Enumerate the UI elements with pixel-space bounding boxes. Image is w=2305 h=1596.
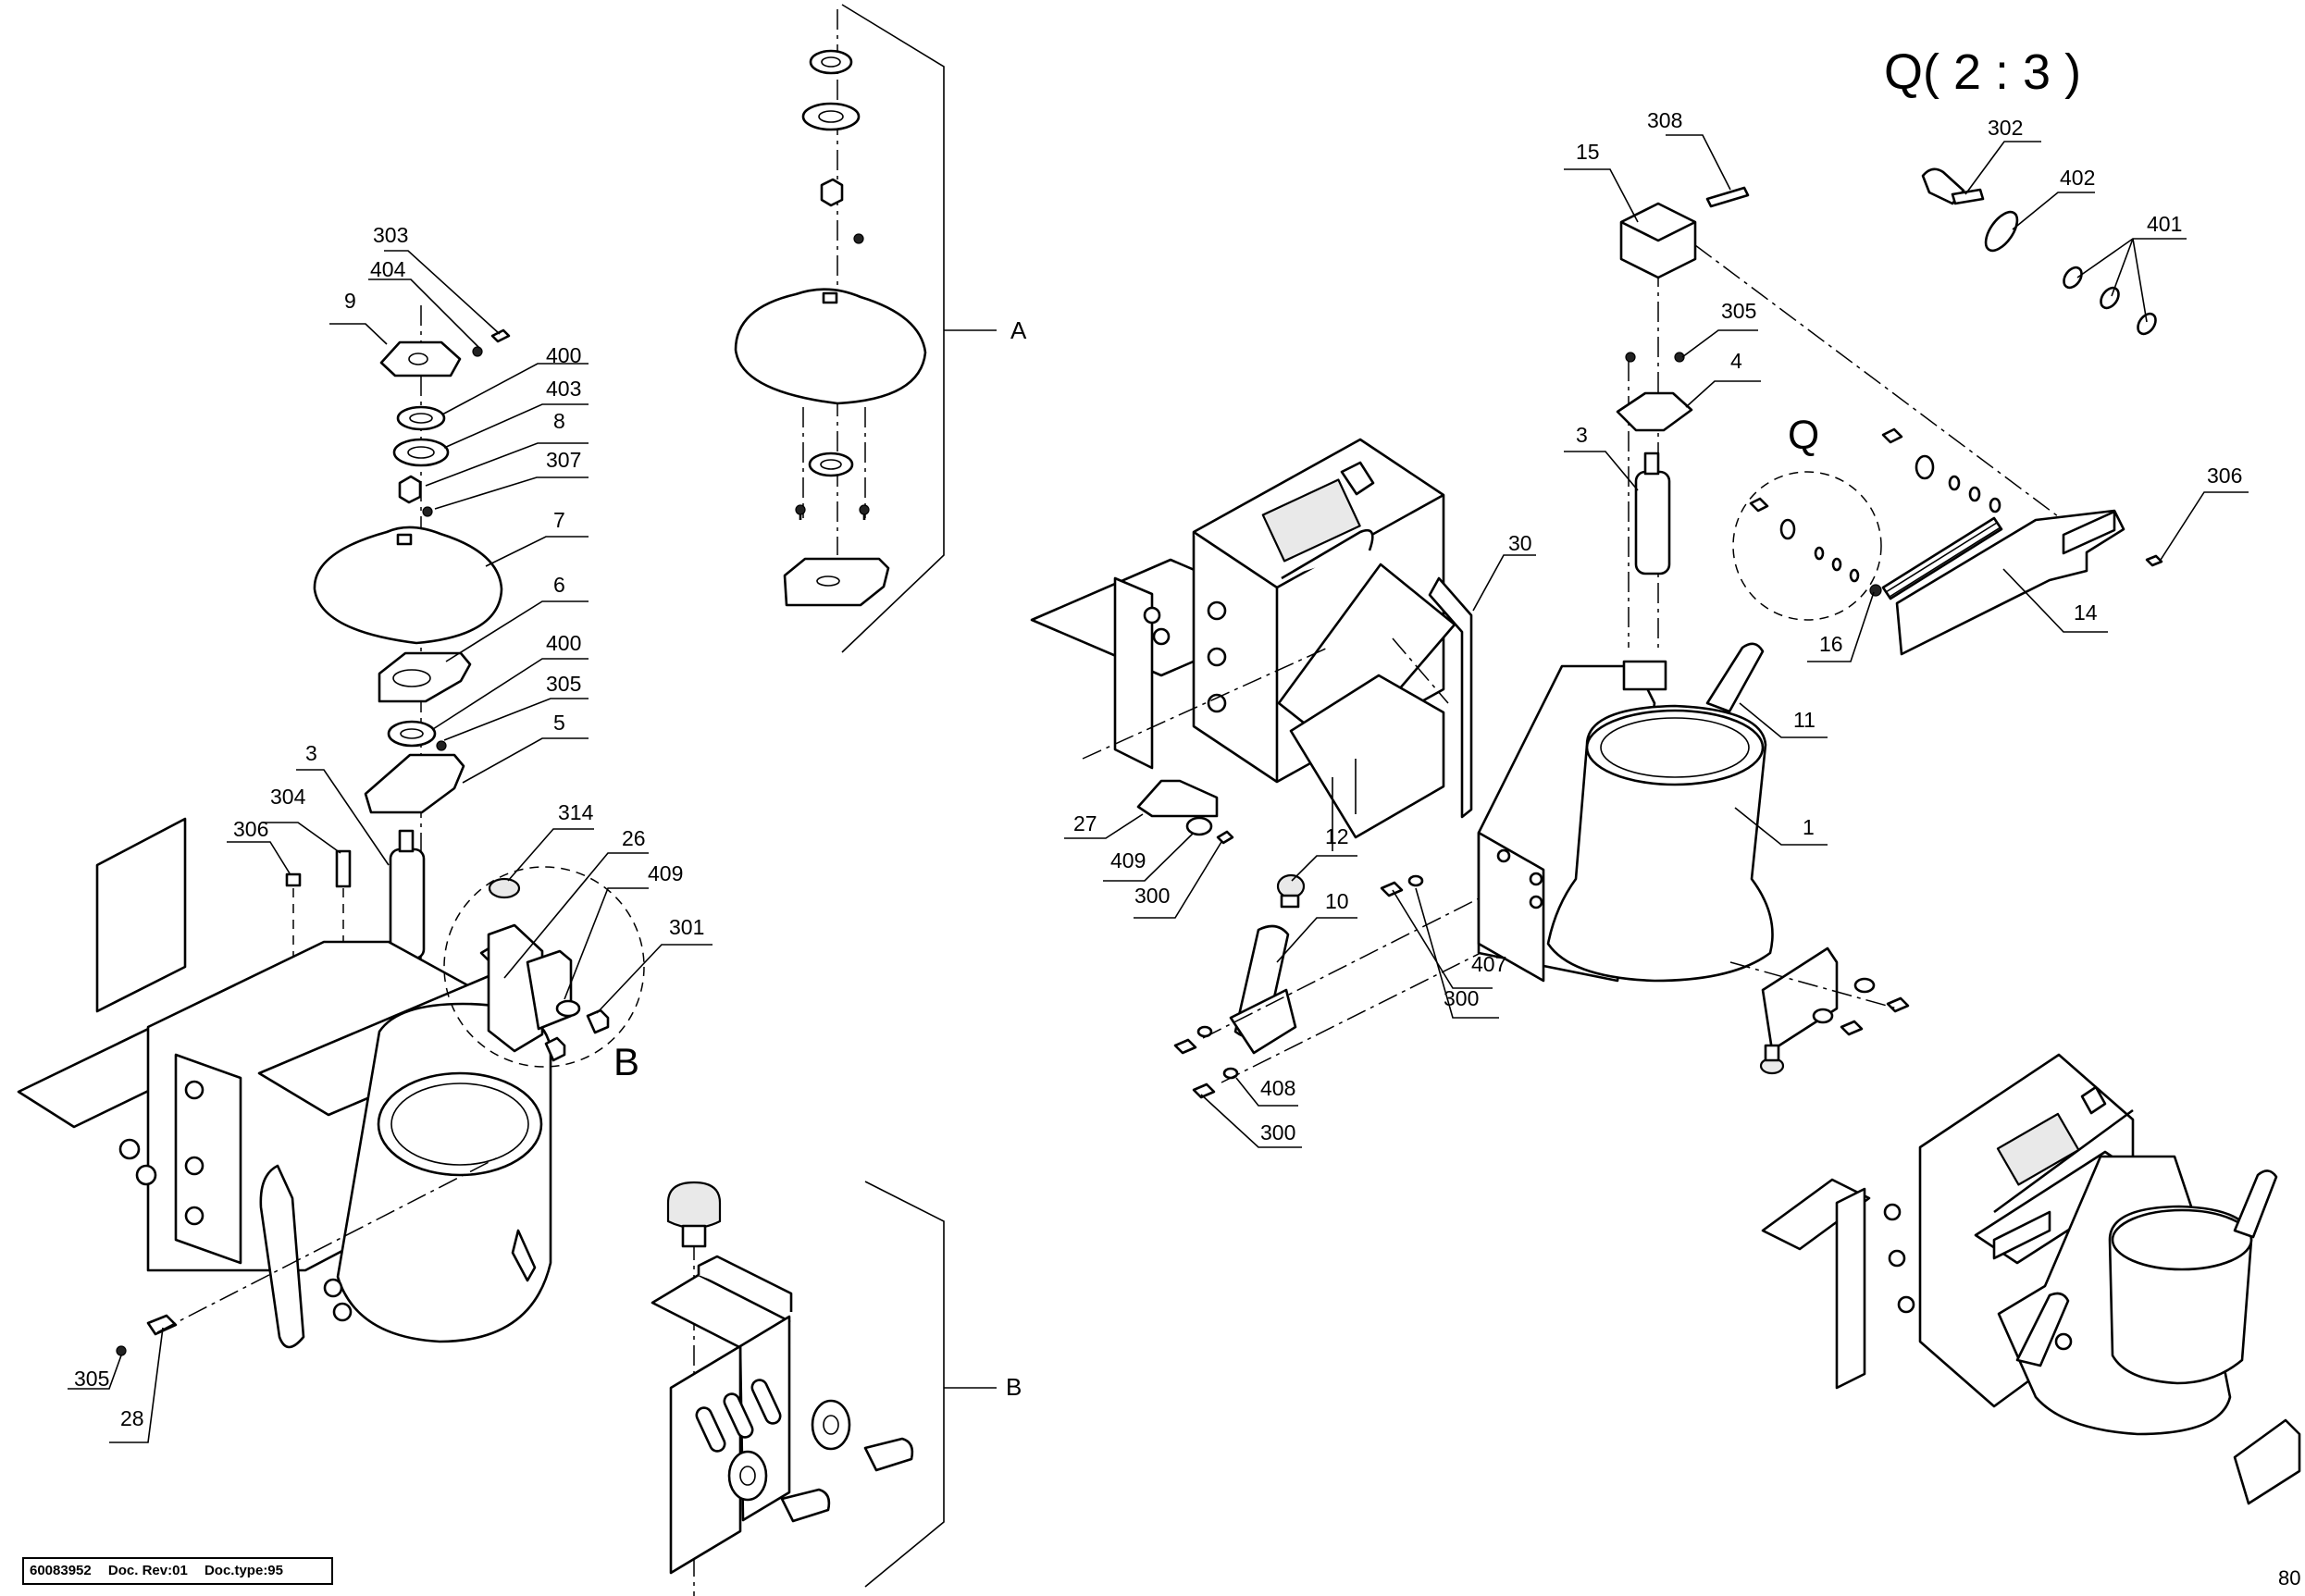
callouts-left: 303 404 9 400 403 8 307 7 6 400 305 5 3 … [74,223,704,1430]
callout-6: 6 [553,573,565,597]
section-b-label: B [1006,1373,1022,1401]
doc-revision: Doc. Rev:01 [107,1563,188,1578]
section-a-assembly: A [734,4,1027,653]
detail-b-marker: B [613,1040,639,1083]
detail-q-marker: Q [1788,413,1819,458]
callout-404: 404 [370,257,406,281]
callout-314: 314 [558,800,594,824]
callout-30: 30 [1508,531,1532,555]
callout-409b: 409 [1110,848,1146,872]
callout-12: 12 [1325,824,1349,848]
doc-type: Doc.type:95 [204,1563,283,1578]
view-title: Q( 2 : 3 ) [1884,44,2081,100]
callout-9: 9 [344,289,356,313]
callout-305c: 305 [1721,299,1756,323]
callout-11: 11 [1793,708,1815,732]
callout-302: 302 [1988,116,2023,140]
left-exploded-view [17,305,580,1356]
callout-304: 304 [270,785,306,809]
page-number: 80 [2278,1566,2301,1590]
callout-300c: 300 [1260,1120,1295,1144]
right-exploded-view: Q Q( 2 : 3 ) [1030,44,2163,1099]
callouts-right: 308 15 305 4 3 30 11 1 27 409 300 12 10 … [1073,108,2242,1144]
section-a-label: A [1010,316,1027,344]
callout-403: 403 [546,377,581,401]
callout-301: 301 [669,915,704,939]
callout-306: 306 [233,817,268,841]
callout-16: 16 [1819,632,1843,656]
leader-lines [68,134,2249,1443]
callout-14: 14 [2074,600,2098,625]
callout-400b: 400 [546,631,581,655]
callout-8: 8 [553,409,565,433]
callout-402: 402 [2060,166,2095,190]
callout-300: 300 [1134,884,1170,908]
document-info-box: 60083952 Doc. Rev:01 Doc.type:95 [22,1557,333,1585]
doc-number: 60083952 [30,1563,92,1578]
callout-308: 308 [1647,108,1682,132]
callout-307: 307 [546,448,581,472]
section-b-assembly: B [651,1181,1022,1596]
callout-28: 28 [120,1406,144,1430]
callout-26: 26 [622,826,646,850]
callout-305b: 305 [74,1367,109,1391]
callout-401: 401 [2147,212,2182,236]
callout-400: 400 [546,343,581,367]
callout-27: 27 [1073,811,1097,835]
callout-5: 5 [553,711,565,735]
callout-15: 15 [1576,140,1600,164]
callout-306b: 306 [2207,464,2242,488]
callout-407: 407 [1471,952,1506,976]
callout-305: 305 [546,672,581,696]
callout-408: 408 [1260,1076,1295,1100]
callout-4: 4 [1730,349,1742,373]
callout-409: 409 [648,861,683,885]
callout-7: 7 [553,508,565,532]
callout-3b: 3 [1576,423,1588,447]
callout-303: 303 [373,223,408,247]
callout-10: 10 [1325,889,1349,913]
callout-3: 3 [305,741,317,765]
callout-300b: 300 [1444,986,1479,1010]
detail-b-group: B [443,866,645,1083]
callout-1: 1 [1803,815,1815,839]
assembled-view [1761,1053,2301,1505]
